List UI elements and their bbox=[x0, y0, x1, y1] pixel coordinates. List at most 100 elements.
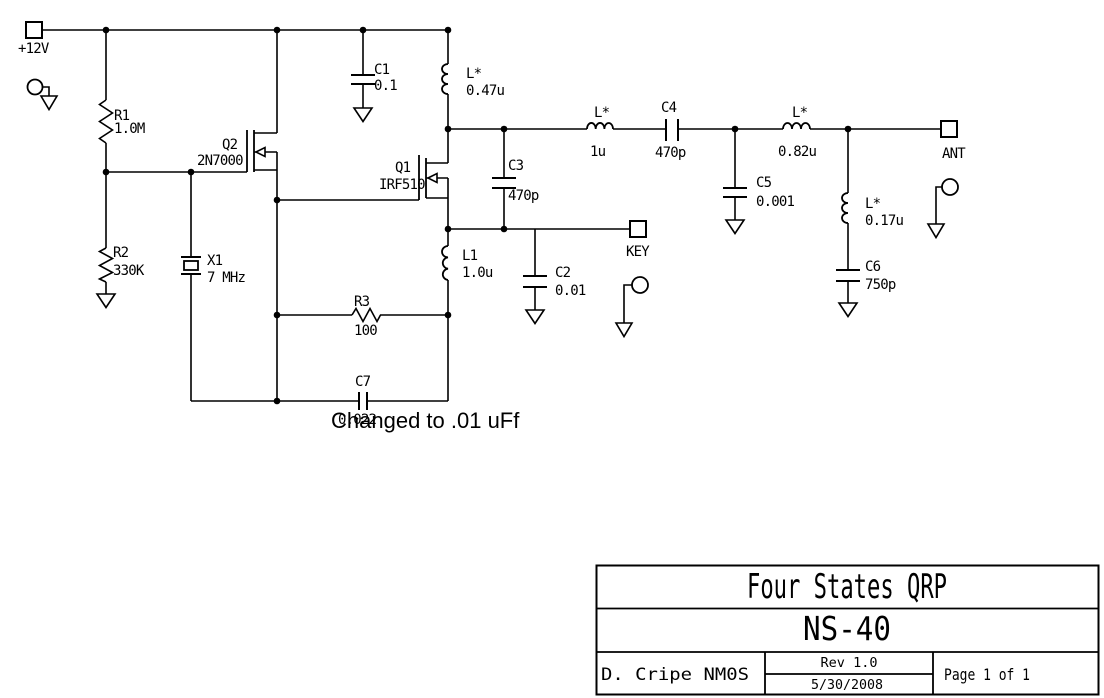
title-block-dividers bbox=[596, 607, 1099, 695]
junction-dot bbox=[444, 125, 452, 133]
resistor-zigzag bbox=[98, 99, 114, 144]
inductor-coil bbox=[841, 192, 849, 224]
c3-ref: C3 bbox=[508, 158, 524, 174]
junction-dot bbox=[187, 168, 195, 176]
inductor-l-filter-b: L* 0.82u bbox=[778, 105, 817, 160]
l-input-ref: L* bbox=[466, 66, 482, 82]
c5-value: 0.001 bbox=[756, 194, 795, 210]
inductor-l-trap: L* 0.17u bbox=[841, 192, 904, 229]
c7-change-annotation: Changed to .01 uFf bbox=[331, 408, 520, 433]
ground-icon bbox=[724, 219, 746, 235]
capacitor-c1: C1 0.1 bbox=[351, 62, 398, 94]
terminal-key: KEY bbox=[626, 220, 651, 260]
c4-ref: C4 bbox=[661, 100, 677, 116]
capacitor-c3: C3 470p bbox=[492, 158, 540, 204]
r2-value: 330K bbox=[113, 263, 145, 279]
ground-icon bbox=[524, 309, 546, 325]
c2-value: 0.01 bbox=[555, 283, 586, 299]
c6-value: 750p bbox=[865, 277, 896, 293]
ant-terminal-pad bbox=[940, 120, 958, 138]
capacitor-c7: C7 0.022 bbox=[338, 374, 377, 428]
junction-dot bbox=[731, 125, 739, 133]
grounded-pin-icon bbox=[926, 178, 959, 240]
l-trap-ref: L* bbox=[865, 196, 881, 212]
l-input-value: 0.47u bbox=[466, 83, 505, 99]
title-block: Four States QRP NS-40 D. Cripe NM0S Rev … bbox=[595, 564, 1100, 696]
inductor-coil bbox=[782, 122, 811, 130]
grounded-pin-icon bbox=[614, 276, 649, 339]
r1-ref: R1 bbox=[114, 108, 130, 124]
mosfet-arrow-icon bbox=[426, 172, 438, 184]
mosfet-arrow-icon bbox=[254, 146, 266, 158]
l-filter-a-value: 1u bbox=[590, 144, 606, 160]
capacitor-plates bbox=[523, 275, 547, 288]
junction-dot bbox=[444, 26, 452, 34]
l1-value: 1.0u bbox=[462, 265, 493, 281]
title-project: NS-40 bbox=[803, 609, 891, 648]
q2-ref: Q2 bbox=[222, 137, 238, 153]
capacitor-plates bbox=[723, 187, 747, 198]
title-date: 5/30/2008 bbox=[811, 678, 883, 693]
ground-symbols bbox=[95, 107, 859, 325]
l-filter-a-ref: L* bbox=[594, 105, 610, 121]
power-terminal-label: +12V bbox=[18, 41, 50, 57]
capacitor-c2: C2 0.01 bbox=[523, 265, 587, 299]
r3-ref: R3 bbox=[354, 294, 370, 310]
key-terminal-label: KEY bbox=[626, 244, 650, 260]
ant-terminal-label: ANT bbox=[942, 146, 966, 162]
inductor-coil bbox=[441, 245, 449, 281]
junction-dot bbox=[844, 125, 852, 133]
junction-dot bbox=[500, 125, 508, 133]
resistor-r1: R1 1.0M bbox=[98, 99, 146, 144]
c4-value: 470p bbox=[655, 145, 686, 161]
r2-ref: R2 bbox=[113, 245, 129, 261]
grounded-pin-icon bbox=[26, 78, 59, 112]
pin-to-ground-symbols bbox=[26, 78, 959, 339]
ground-icon bbox=[352, 107, 374, 123]
inductor-l-input: L* 0.47u bbox=[441, 63, 505, 99]
resistor-zigzag bbox=[351, 306, 382, 324]
junction-dots bbox=[102, 26, 852, 405]
resistor-r3: R3 100 bbox=[351, 294, 382, 339]
crystal-body bbox=[183, 260, 199, 271]
resistor-zigzag bbox=[97, 247, 115, 283]
c7-ref: C7 bbox=[355, 374, 371, 390]
l-filter-b-value: 0.82u bbox=[778, 144, 817, 160]
ground-icon bbox=[95, 293, 117, 309]
capacitor-c6: C6 750p bbox=[836, 259, 897, 293]
title-page: Page 1 of 1 bbox=[944, 665, 1030, 684]
junction-dot bbox=[444, 225, 452, 233]
junction-dot bbox=[273, 26, 281, 34]
l-filter-b-ref: L* bbox=[792, 105, 808, 121]
capacitor-plates bbox=[492, 177, 516, 189]
inductor-coil bbox=[586, 122, 614, 130]
junction-dot bbox=[273, 397, 281, 405]
inductor-l-filter-a: L* 1u bbox=[586, 105, 614, 160]
c3-value: 470p bbox=[508, 188, 539, 204]
capacitor-c4: C4 470p bbox=[655, 100, 687, 161]
junction-dot bbox=[273, 311, 281, 319]
capacitor-plates bbox=[836, 269, 860, 282]
title-block-border bbox=[595, 564, 1100, 696]
power-terminal-pad bbox=[25, 21, 43, 39]
q1-value: IRF510 bbox=[379, 177, 425, 193]
c7-value: 0.022 bbox=[338, 412, 377, 428]
x1-ref: X1 bbox=[207, 253, 223, 269]
key-terminal-pad bbox=[629, 220, 647, 238]
wires bbox=[42, 29, 941, 402]
resistor-r2: R2 330K bbox=[97, 245, 146, 283]
title-revision: Rev 1.0 bbox=[821, 656, 878, 671]
terminal-power: +12V bbox=[18, 21, 51, 57]
r3-value: 100 bbox=[354, 323, 377, 339]
junction-dot bbox=[273, 196, 281, 204]
junction-dot bbox=[500, 225, 508, 233]
mosfet-q1: Q1 IRF510 bbox=[379, 155, 448, 200]
c6-ref: C6 bbox=[865, 259, 881, 275]
mosfet-q2: Q2 2N7000 bbox=[197, 130, 277, 172]
c1-value: 0.1 bbox=[374, 78, 397, 94]
junction-dot bbox=[102, 168, 110, 176]
capacitor-c5: C5 0.001 bbox=[723, 175, 795, 210]
c1-ref: C1 bbox=[374, 62, 390, 78]
